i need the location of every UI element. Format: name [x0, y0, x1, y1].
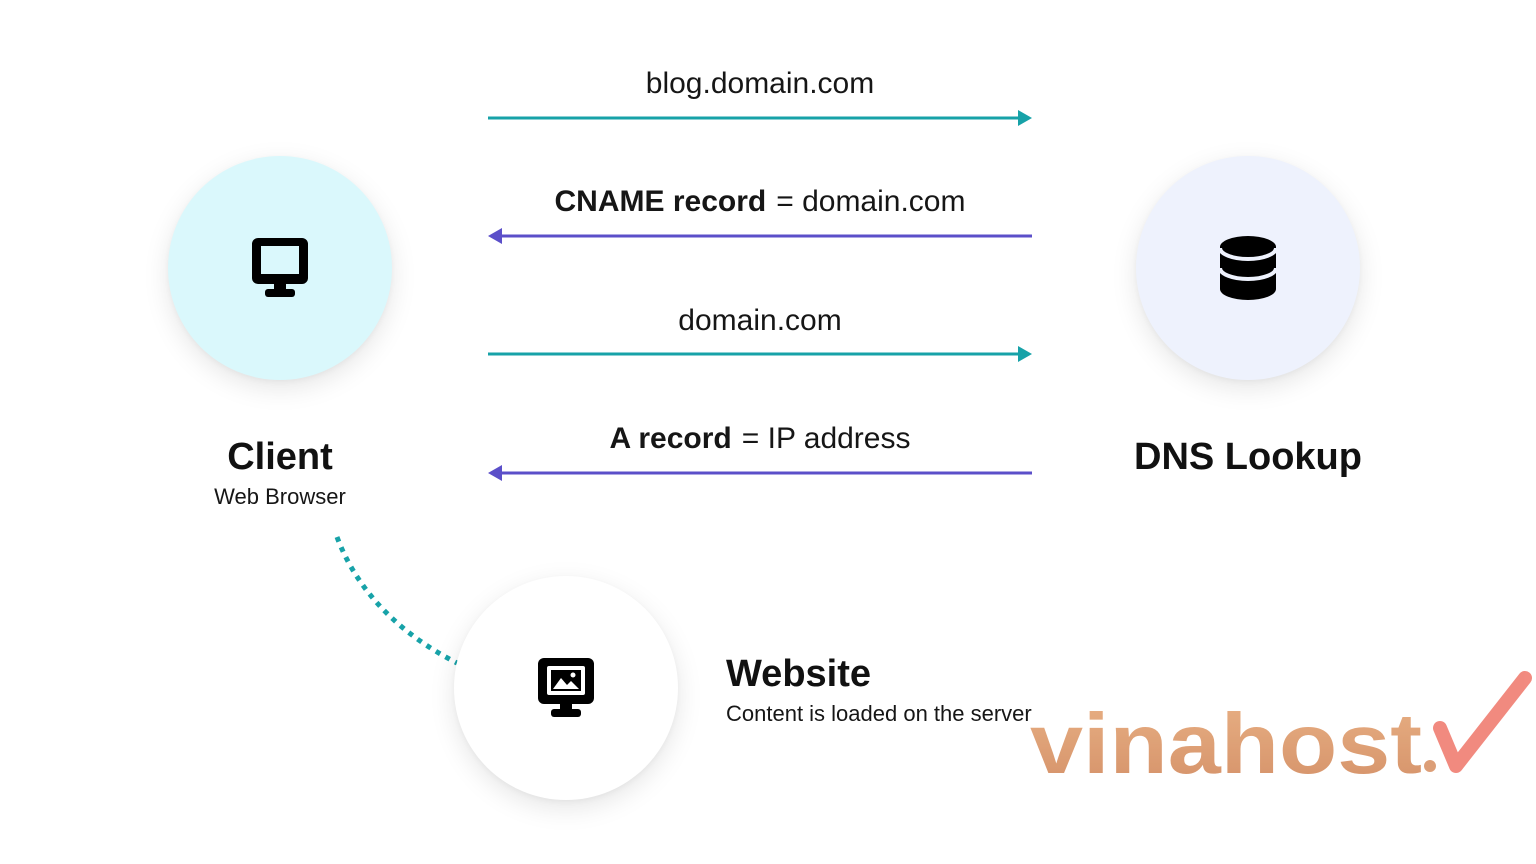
arrow-request-domain [488, 346, 1032, 362]
website-subtitle: Content is loaded on the server [726, 701, 1032, 726]
message-text: domain.com [678, 304, 842, 337]
message-bold-text: A record [609, 422, 732, 455]
message-text: blog.domain.com [645, 67, 875, 100]
client-node [168, 156, 392, 380]
monitor-icon [252, 238, 308, 297]
database-icon [1219, 236, 1277, 300]
arrow-head-right [1018, 110, 1032, 126]
message-text: = domain.com [776, 185, 966, 218]
dns-lookup-title: DNS Lookup [1134, 436, 1362, 478]
vinahost-watermark-logo: vinahost [1030, 671, 1532, 780]
checkmark-icon [1433, 671, 1532, 773]
monitor-image-icon [538, 658, 594, 717]
message-text: = IP address [741, 422, 911, 455]
watermark-dot [1424, 760, 1436, 772]
message-label-blog-domain: blog.domain.com [488, 66, 1032, 102]
message-label-a-record: A record = IP address [488, 421, 1032, 457]
website-node [454, 576, 678, 800]
arrow-response-a-record [488, 465, 1032, 481]
message-bold-text: CNAME record [554, 185, 767, 218]
message-label-domain: domain.com [488, 303, 1032, 339]
website-title: Website [726, 653, 872, 695]
client-subtitle: Web Browser [214, 484, 346, 509]
arrow-head-left [488, 465, 502, 481]
arrow-head-right [1018, 346, 1032, 362]
client-title: Client [227, 436, 333, 478]
arrow-head-left [488, 228, 502, 244]
arrow-response-cname-record [488, 228, 1032, 244]
message-label-cname-record: CNAME record = domain.com [488, 184, 1032, 220]
dotted-connector-client-website [334, 536, 459, 666]
watermark-text: vinahost [1030, 697, 1422, 780]
arrow-request-blog-domain [488, 110, 1032, 126]
dns-lookup-node [1136, 156, 1360, 380]
